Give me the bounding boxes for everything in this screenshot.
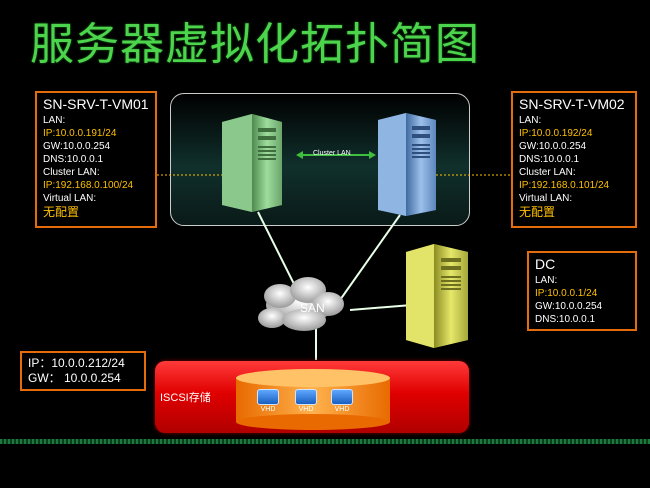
vm01-cluster-ip: IP:192.168.0.100/24: [43, 180, 134, 191]
footer-stripe: [0, 439, 650, 444]
vm01-cluster-label: Cluster LAN:: [43, 167, 100, 178]
vm02-name: SN-SRV-T-VM02: [519, 96, 625, 112]
vm01-lan-label: LAN:: [43, 115, 66, 126]
cluster-lan-arrow-right: [369, 151, 376, 159]
vhd-label: VHD: [298, 406, 314, 413]
disk-icon: [257, 389, 279, 405]
storage-ip: IP：10.0.0.212/24: [28, 356, 125, 370]
vm02-virtual-value: 无配置: [519, 205, 556, 219]
vm02-dns: DNS:10.0.0.1: [519, 154, 580, 165]
dc-gw: GW:10.0.0.254: [535, 301, 603, 312]
vm01-gw: GW:10.0.0.254: [43, 141, 111, 152]
vm02-info-box: SN-SRV-T-VM02 LAN: IP:10.0.0.192/24 GW:1…: [511, 91, 637, 228]
vm02-cluster-ip: IP:192.168.0.101/24: [519, 180, 610, 191]
vm01-virtual-value: 无配置: [43, 205, 80, 219]
vm02-lan-label: LAN:: [519, 115, 542, 126]
dc-name: DC: [535, 256, 556, 272]
storage-info-box: IP：10.0.0.212/24 GW： 10.0.0.254: [20, 351, 146, 391]
vm01-dns: DNS:10.0.0.1: [43, 154, 104, 165]
vm01-virtual-label: Virtual LAN:: [43, 193, 97, 204]
iscsi-storage-label: ISCSI存储: [160, 392, 211, 404]
vhd-icon: VHD: [251, 389, 285, 419]
vhd-icon: VHD: [325, 389, 359, 419]
vm01-ip: IP:10.0.0.191/24: [43, 128, 117, 139]
dc-ip: IP:10.0.0.1/24: [535, 288, 598, 299]
footer-band: [0, 437, 650, 488]
vm02-gw: GW:10.0.0.254: [519, 141, 587, 152]
dc-lan-label: LAN:: [535, 275, 558, 286]
vm02-virtual-label: Virtual LAN:: [519, 193, 573, 204]
vhd-icon: VHD: [289, 389, 323, 419]
disk-icon: [331, 389, 353, 405]
vm02-ip: IP:10.0.0.192/24: [519, 128, 593, 139]
disk-icon: [295, 389, 317, 405]
san-label: SAN: [300, 301, 325, 315]
dc-dns: DNS:10.0.0.1: [535, 314, 596, 325]
vhd-label: VHD: [334, 406, 350, 413]
cluster-lan-arrow-left: [296, 151, 303, 159]
link-vm02-san: [339, 214, 401, 301]
cluster-lan-label: Cluster LAN: [313, 150, 351, 157]
page-title: 服务器虚拟化拓扑简图: [30, 19, 480, 70]
vm01-name: SN-SRV-T-VM01: [43, 96, 149, 112]
storage-gw: GW： 10.0.0.254: [28, 371, 121, 385]
vm01-info-box: SN-SRV-T-VM01 LAN: IP:10.0.0.191/24 GW:1…: [35, 91, 157, 228]
vm02-cluster-label: Cluster LAN:: [519, 167, 576, 178]
dc-info-box: DC LAN: IP:10.0.0.1/24 GW:10.0.0.254 DNS…: [527, 251, 637, 331]
server-vm02-icon: [378, 113, 436, 216]
server-dc-icon: [406, 244, 468, 348]
server-vm01-icon: [222, 114, 282, 212]
san-cloud-icon: [258, 277, 344, 331]
vhd-label: VHD: [260, 406, 276, 413]
link-san-dc: [349, 304, 413, 311]
